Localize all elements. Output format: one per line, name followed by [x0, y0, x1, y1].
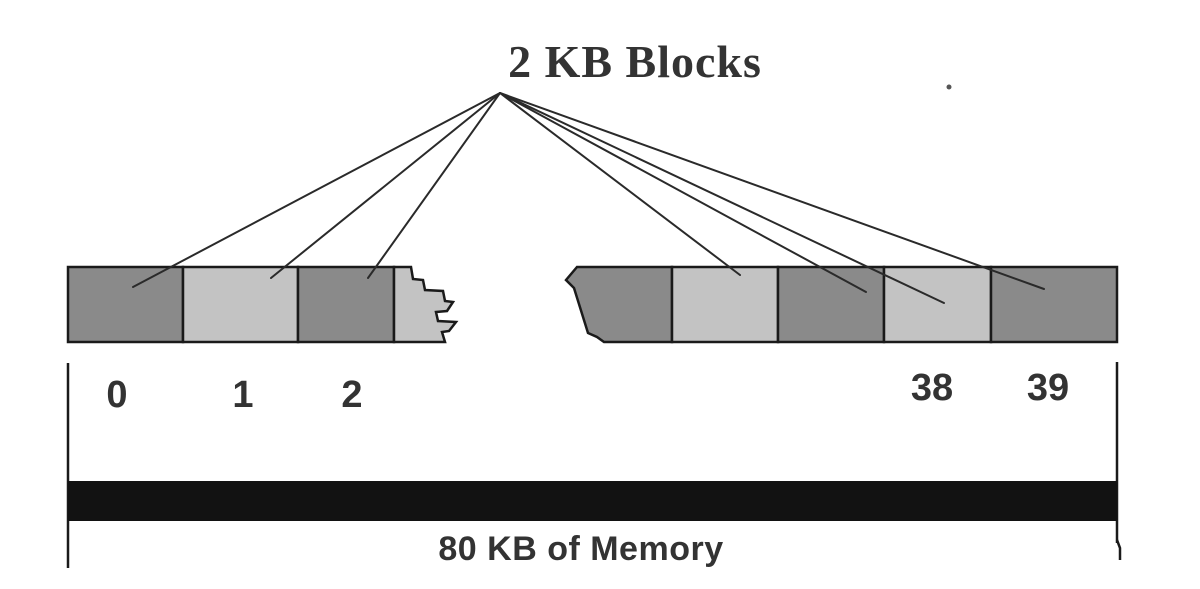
connector-line-block-36 — [499, 92, 741, 276]
memory-block-1 — [181, 265, 300, 344]
torn-edge-left-group — [392, 265, 459, 344]
diagram-title: 2 KB Blocks — [508, 36, 762, 87]
memory-block-39 — [989, 265, 1119, 344]
bracket-right-hook — [1115, 539, 1122, 560]
memory-block-2 — [296, 265, 396, 344]
torn-edge-right-group — [564, 265, 674, 344]
memory-block-36 — [670, 265, 780, 344]
connector-line-block-37 — [499, 92, 867, 293]
artifact-dot — [946, 84, 952, 90]
connector-line-block-0 — [132, 92, 501, 288]
block-index-1: 1 — [232, 374, 253, 416]
connector-line-block-2 — [367, 92, 501, 279]
memory-block-38 — [882, 265, 993, 344]
connector-line-block-38 — [499, 92, 945, 304]
memory-block-0 — [66, 265, 185, 344]
block-index-2: 2 — [341, 374, 362, 416]
connector-fan — [132, 92, 1045, 304]
connector-line-block-1 — [270, 92, 501, 279]
left-block-group — [66, 265, 459, 344]
memory-block-37 — [776, 265, 886, 344]
block-index-38: 38 — [911, 367, 953, 409]
memory-size-label: 80 KB of Memory — [438, 530, 723, 568]
memory-bar — [68, 481, 1117, 521]
connector-line-block-39 — [499, 92, 1045, 290]
block-index-39: 39 — [1027, 367, 1069, 409]
right-block-group — [564, 265, 1119, 344]
block-index-0: 0 — [106, 374, 127, 416]
